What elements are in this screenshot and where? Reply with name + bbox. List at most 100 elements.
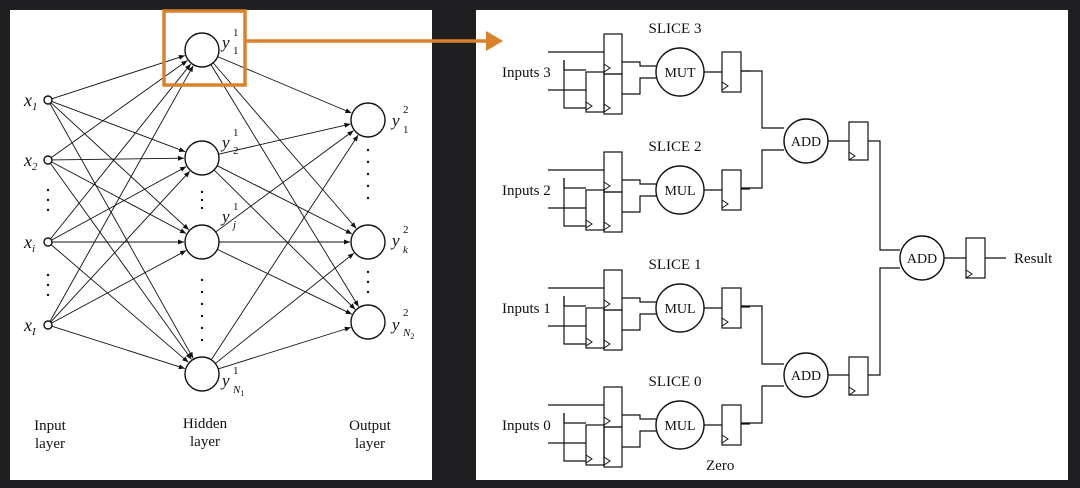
slice-1-clk-c-icon	[603, 339, 611, 349]
edge-hidden-3-output-2-arrowhead	[344, 326, 351, 332]
edge-input-0-hidden-2	[50, 102, 190, 231]
slice-0-wire-d	[563, 413, 586, 462]
slice-2-to-mul-a	[622, 179, 656, 185]
edge-hidden-2-output-0	[215, 130, 354, 233]
output-node-k	[350, 224, 386, 260]
slice-0-out-clk-icon	[721, 434, 729, 444]
slice-0-to-mul-a	[622, 414, 656, 420]
edge-input-3-hidden-2	[51, 250, 187, 324]
input-node-i	[43, 237, 53, 247]
edge-hidden-1-output-2-arrowhead	[349, 303, 356, 310]
edge-input-2-hidden-0	[50, 63, 192, 240]
hidden-node-1	[184, 32, 220, 68]
slice-1-clk-b-icon	[585, 337, 593, 347]
slice-2-to-mul-b	[622, 195, 656, 213]
slice-2-multiplier-label: MUL	[664, 184, 695, 199]
slice-1-out-clk-icon	[721, 317, 729, 327]
edge-input-2-hidden-1-arrowhead	[179, 166, 187, 172]
edge-input-0-hidden-0-arrowhead	[178, 55, 185, 60]
slice-0-clk-a-icon	[603, 416, 611, 426]
edge-input-3-hidden-1	[50, 170, 191, 323]
network-connections	[49, 55, 360, 370]
slice-1-out-reg	[721, 287, 742, 329]
slice-0-multiplier-label: MUL	[664, 419, 695, 434]
edge-input-1-hidden-1-arrowhead	[177, 155, 185, 161]
slice-2-clk-a-icon	[603, 181, 611, 191]
ellipsis-dots	[46, 148, 370, 342]
highlight-box	[162, 9, 247, 87]
output-node-1	[350, 102, 386, 138]
slice-0-input-label: Inputs 0	[502, 418, 551, 434]
edge-input-2-hidden-3-arrowhead	[182, 356, 189, 363]
slice-3-to-mul-a	[622, 61, 656, 67]
slice-2-out-reg	[721, 169, 742, 211]
edge-hidden-3-output-1	[215, 252, 355, 364]
edge-input-1-hidden-1	[51, 157, 185, 161]
slice-2-out-clk-icon	[721, 199, 729, 209]
edge-input-2-hidden-3	[50, 244, 189, 363]
slice-1-multiplier-label: MUL	[664, 302, 695, 317]
slice-1-title: SLICE 1	[649, 257, 702, 273]
edge-input-3-hidden-1-arrowhead	[183, 171, 190, 178]
hidden-node-j	[184, 224, 220, 260]
input-label-2: x2	[23, 150, 38, 173]
hidden-node-N1	[184, 356, 220, 392]
input-label-I: xI	[23, 315, 37, 338]
input-node-2	[43, 155, 53, 165]
slice-2-title: SLICE 2	[649, 139, 702, 155]
slice-0-clk-c-icon	[603, 456, 611, 466]
input-node-1	[43, 95, 53, 105]
edge-hidden-0-output-0	[217, 56, 352, 114]
highlight-callout	[162, 9, 503, 87]
slice-3-out-clk-icon	[721, 81, 729, 91]
slice-1-input-label: Inputs 1	[502, 301, 551, 317]
edge-input-1-hidden-2-arrowhead	[179, 228, 187, 234]
slice-3-out-reg	[721, 51, 742, 93]
edge-input-3-hidden-3	[51, 325, 185, 369]
slice-3-title: SLICE 3	[649, 21, 702, 37]
adder-tree-wiring	[741, 70, 1006, 424]
edge-input-0-hidden-1-arrowhead	[178, 147, 186, 152]
slice-0-to-mul-b	[622, 430, 656, 448]
edge-input-0-hidden-3-arrowhead	[188, 351, 194, 359]
edge-hidden-2-output-0-arrowhead	[347, 130, 354, 137]
adder-top-label: ADD	[791, 135, 821, 150]
edge-hidden-1-output-2	[213, 169, 356, 310]
edge-input-2-hidden-1	[51, 166, 187, 241]
edge-hidden-2-output-2-arrowhead	[345, 309, 352, 315]
adder-bottom-label: ADD	[791, 369, 821, 384]
edge-hidden-2-output-2	[217, 248, 352, 315]
edge-hidden-1-output-0	[218, 123, 351, 155]
edge-input-1-hidden-3-arrowhead	[185, 353, 192, 360]
edge-input-1-hidden-0-arrowhead	[181, 60, 188, 66]
edge-hidden-3-output-2	[218, 326, 351, 370]
edge-input-2-hidden-2-arrowhead	[178, 239, 184, 245]
slice-3-clk-c-icon	[603, 103, 611, 113]
edge-hidden-0-output-1-arrowhead	[350, 222, 357, 229]
slice-1-wire-d	[563, 296, 586, 345]
zero-label: Zero	[706, 458, 734, 474]
adder-final-label: ADD	[907, 252, 937, 267]
slice-3-to-mul-b	[622, 77, 656, 95]
edge-input-1-hidden-3	[49, 162, 192, 360]
slice-2-wire-d	[563, 178, 586, 227]
slice-0-clk-b-icon	[585, 454, 593, 464]
slice-3-input-label: Inputs 3	[502, 65, 551, 81]
slice-1-to-mul-b	[622, 313, 656, 331]
edge-hidden-0-output-1	[212, 62, 357, 229]
edge-hidden-0-output-2	[210, 64, 360, 307]
edge-hidden-2-output-1-arrowhead	[344, 239, 350, 245]
edge-input-3-hidden-0-arrowhead	[188, 65, 194, 73]
edge-input-0-hidden-3	[49, 103, 194, 359]
edge-hidden-0-output-2-arrowhead	[353, 300, 359, 307]
output-node-N2	[350, 304, 386, 340]
slice-2-clk-b-icon	[585, 219, 593, 229]
edge-input-2-hidden-0-arrowhead	[185, 64, 191, 71]
